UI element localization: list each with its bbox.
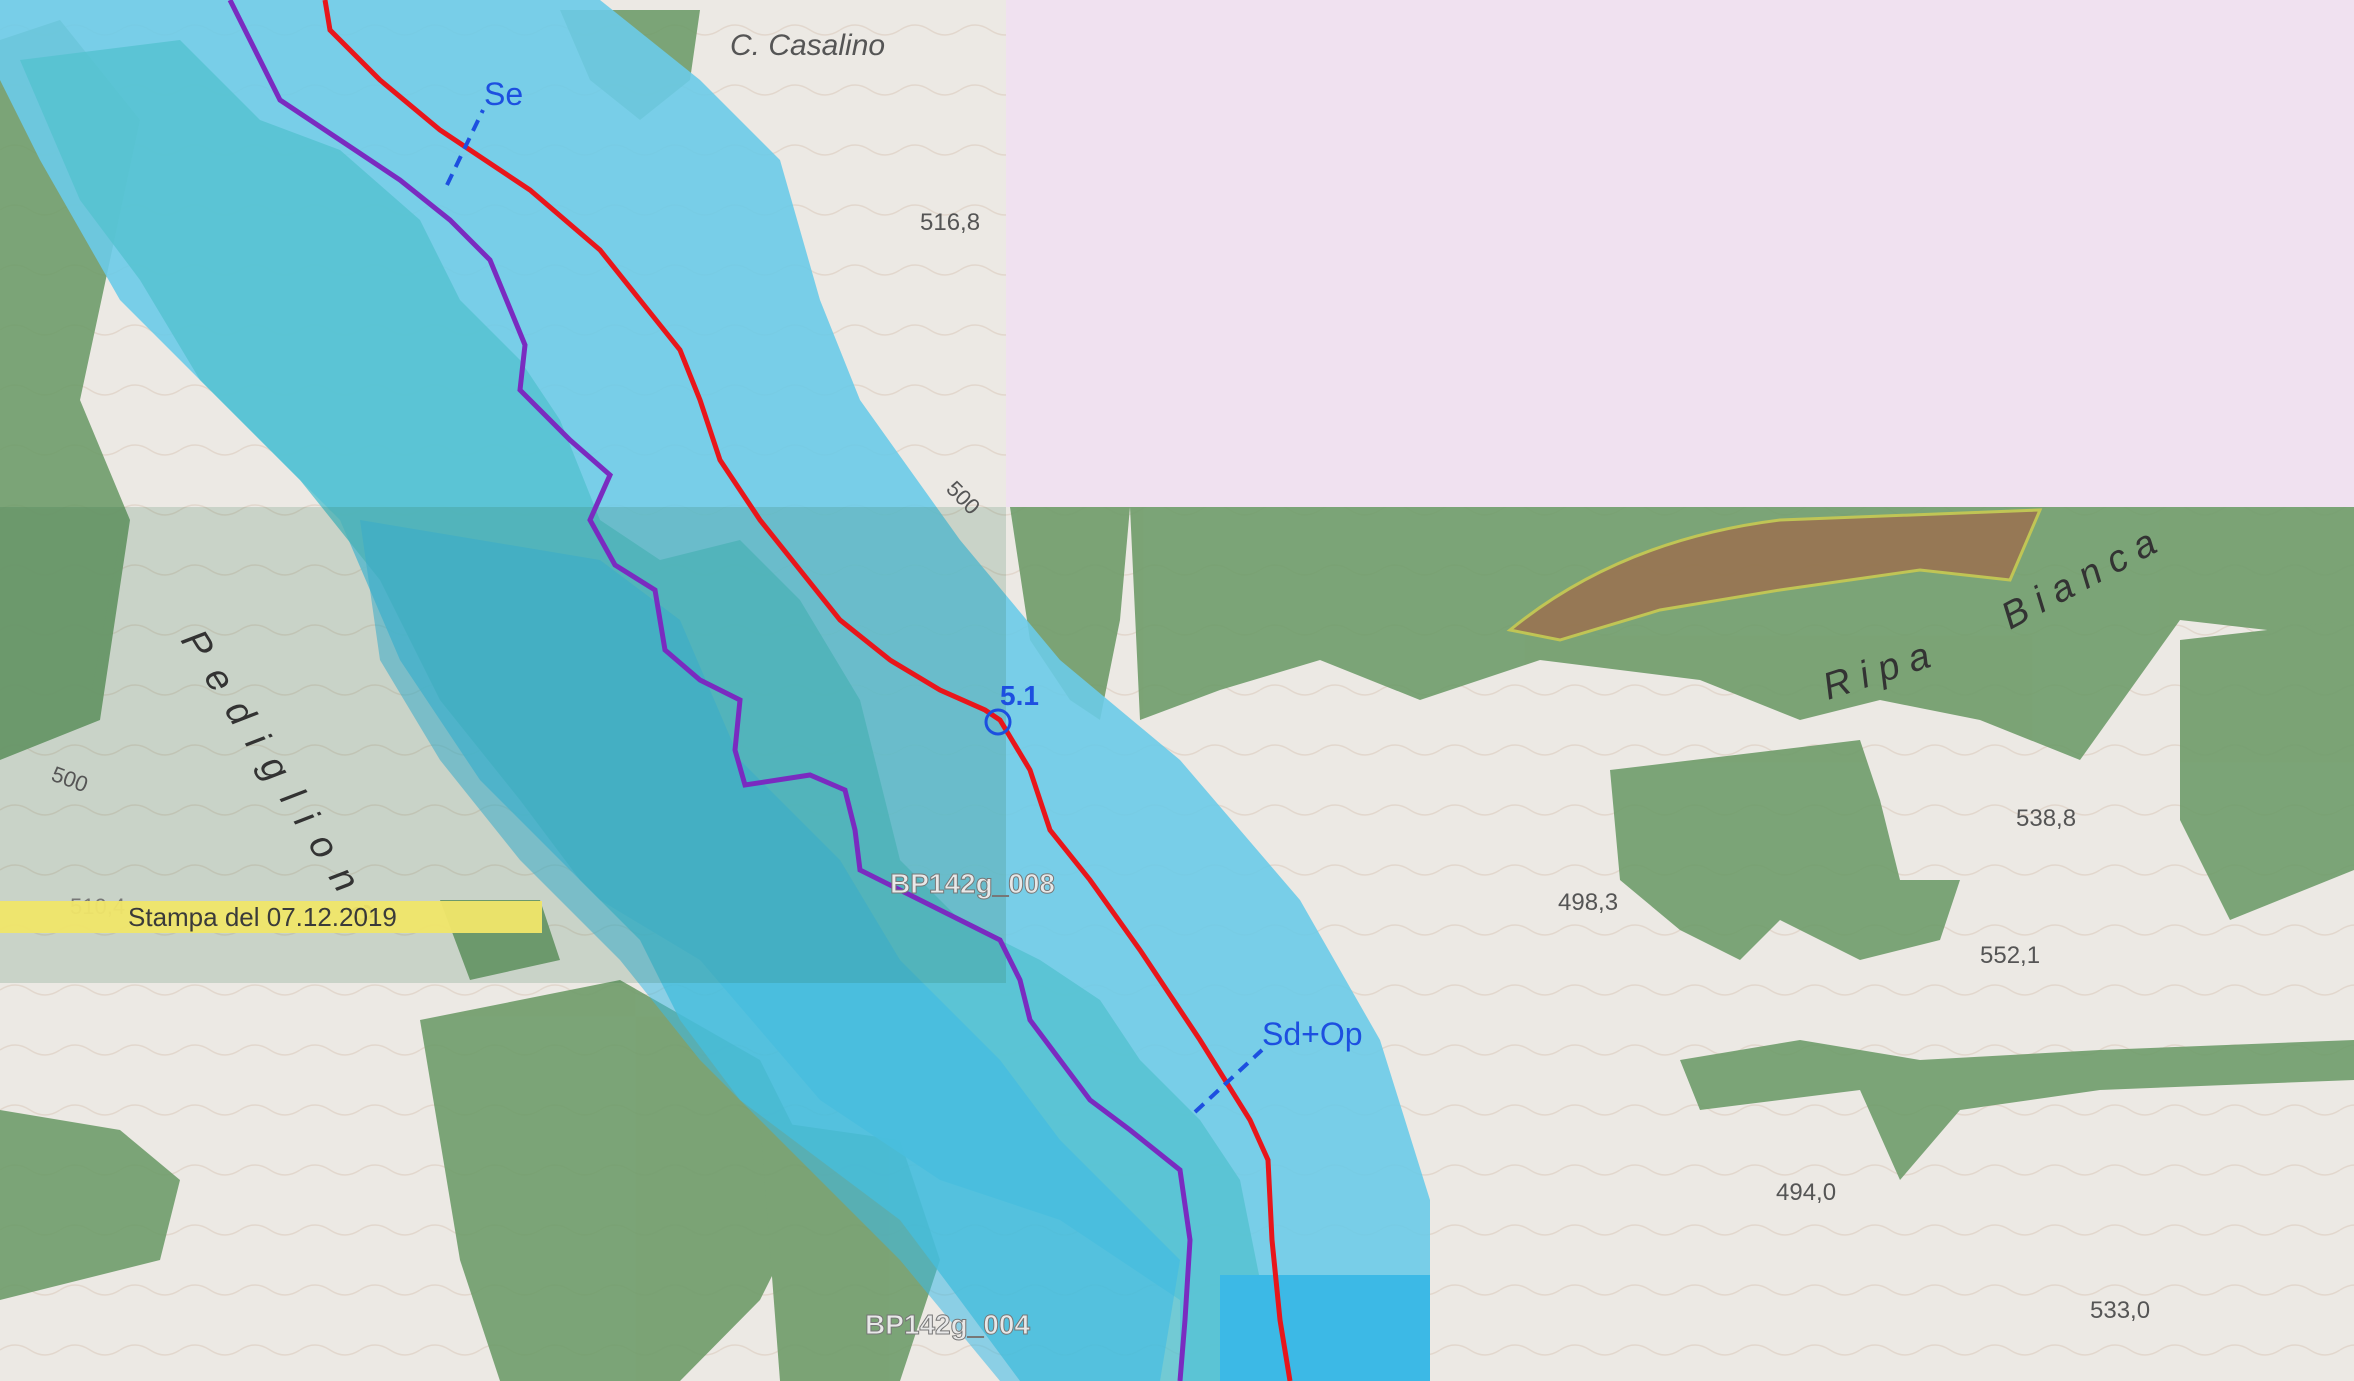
section-label-se: Se: [484, 76, 523, 112]
boundary-line-purple[interactable]: [227, 0, 1193, 1381]
elevation-label: 498,3: [1558, 889, 1618, 916]
section-label-point: 5.1: [1000, 680, 1039, 711]
pink-area: [1006, 0, 2354, 507]
area-code-label: BP142g_004: [865, 1309, 1030, 1340]
elevation-label: 494,0: [1776, 1179, 1836, 1206]
flood-zone-patch: [1220, 1275, 1430, 1381]
elevation-label: 516,8: [920, 209, 980, 236]
elevation-label: 552,1: [1980, 942, 2040, 969]
section-point-marker[interactable]: [984, 708, 1012, 736]
river-line-red[interactable]: [322, 0, 1293, 1381]
section-line-se[interactable]: [445, 109, 485, 186]
landslide-area: [1506, 508, 2043, 642]
elevation-label: 533,0: [2090, 1297, 2150, 1324]
print-date-stamp: Stampa del 07.12.2019: [0, 901, 542, 933]
place-label-casalino: C. Casalino: [730, 29, 885, 62]
elevation-label: 538,8: [2016, 805, 2076, 832]
section-label-sd-op: Sd+Op: [1262, 1016, 1363, 1052]
flood-zone-inner: [360, 520, 1180, 1381]
section-line-sd-op[interactable]: [1193, 1048, 1264, 1114]
area-code-label: BP142g_008: [890, 868, 1055, 899]
